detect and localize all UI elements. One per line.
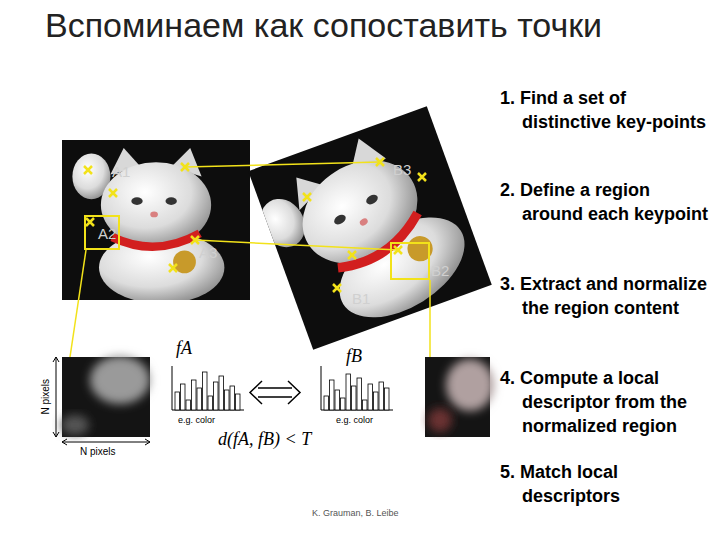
match-lines [195, 240, 398, 250]
double-arrow [250, 381, 300, 404]
histogram-bar [335, 390, 340, 410]
keypoint-markers [394, 246, 402, 254]
region-box: A2 [84, 215, 120, 250]
double-arrow [250, 381, 300, 404]
histogram-bar [208, 396, 213, 410]
right-patch [446, 359, 494, 411]
right-photo [248, 106, 492, 350]
keypoint-markers [418, 173, 426, 181]
right-patch [428, 408, 452, 432]
histogram-caption: e.g. color [178, 415, 215, 425]
keypoint-label: B1 [352, 290, 370, 307]
keypoint-markers [84, 166, 92, 174]
right-photo [236, 105, 496, 365]
size-arrows [56, 357, 57, 437]
keypoint-label: B2 [431, 262, 449, 279]
keypoint-markers [169, 264, 177, 272]
step-text: 5. Match local descriptors [500, 460, 715, 508]
right-patch [425, 357, 494, 437]
right-photo [248, 118, 482, 349]
step-text: 4. Compute a local descriptor from the n… [500, 366, 715, 438]
histogram-bar [186, 400, 191, 410]
histogram-bar [324, 396, 329, 410]
match-lines [70, 250, 86, 357]
histogram-bar [346, 374, 351, 410]
keypoint-markers [191, 236, 199, 244]
match-lines [429, 280, 431, 357]
histogram-bar [374, 392, 379, 410]
histogram-axis [172, 366, 173, 410]
histogram-bar [175, 392, 180, 410]
left-patch [90, 356, 150, 404]
keypoint-markers [333, 284, 341, 292]
histogram-axis [321, 366, 322, 410]
histogram-bar [368, 384, 373, 410]
keypoint-label: B3 [393, 161, 411, 178]
histogram-bar [357, 378, 362, 410]
histogram-bar [203, 372, 208, 410]
keypoint-markers [86, 218, 94, 226]
step-text: 3. Extract and normalize the region cont… [500, 272, 715, 320]
double-arrow [258, 388, 292, 397]
keypoint-label: A1 [112, 163, 130, 180]
histogram-bar [219, 376, 224, 410]
size-arrows [53, 357, 59, 437]
histogram-bar [330, 380, 335, 410]
size-arrows [62, 439, 150, 445]
histogram-bar [352, 386, 357, 410]
keypoint-markers [303, 193, 311, 201]
distance-formula: d(fA, fB) < T [218, 429, 311, 450]
histogram-bar [181, 384, 186, 410]
keypoint-label: A3 [199, 244, 217, 261]
size-arrows [53, 357, 150, 445]
match-lines [70, 162, 430, 357]
step-text: 2. Define a region around each keypoint [500, 178, 715, 226]
size-label: N pixels [40, 357, 52, 437]
histograms [172, 366, 393, 410]
histogram-bar [214, 382, 219, 410]
left-photo [72, 148, 224, 300]
histogram-caption: e.g. color [336, 415, 373, 425]
slide-title: Вспоминаем как сопоставить точки [45, 6, 602, 45]
histogram-bar [230, 386, 235, 410]
histogram-bar [363, 400, 368, 410]
histogram-bar [197, 388, 202, 410]
left-photo [62, 140, 250, 304]
histogram-bar [341, 398, 346, 410]
left-patch [61, 356, 150, 437]
histogram-bar [379, 382, 384, 410]
step-text: 1. Find a set of distinctive key-points [500, 86, 715, 134]
left-photo [72, 148, 224, 300]
keypoint-markers [376, 158, 384, 166]
match-lines [185, 162, 380, 167]
histogram-bar [192, 380, 197, 410]
keypoint-markers [181, 163, 189, 171]
histogram-bar [225, 390, 230, 410]
keypoint-label: A2 [98, 225, 116, 242]
keypoint-markers [84, 158, 426, 292]
descriptor-name: fB [346, 346, 362, 367]
keypoint-markers [348, 251, 356, 259]
descriptor-name: fA [176, 338, 192, 359]
size-label: N pixels [80, 446, 116, 458]
histogram-bar [385, 388, 390, 410]
size-arrows [62, 442, 150, 443]
region-box: B2 [390, 242, 430, 280]
left-patch [62, 357, 150, 437]
left-patch [61, 415, 89, 435]
histogram-bar [236, 394, 241, 410]
keypoint-markers [109, 189, 117, 197]
credit: K. Grauman, B. Leibe [312, 508, 399, 518]
